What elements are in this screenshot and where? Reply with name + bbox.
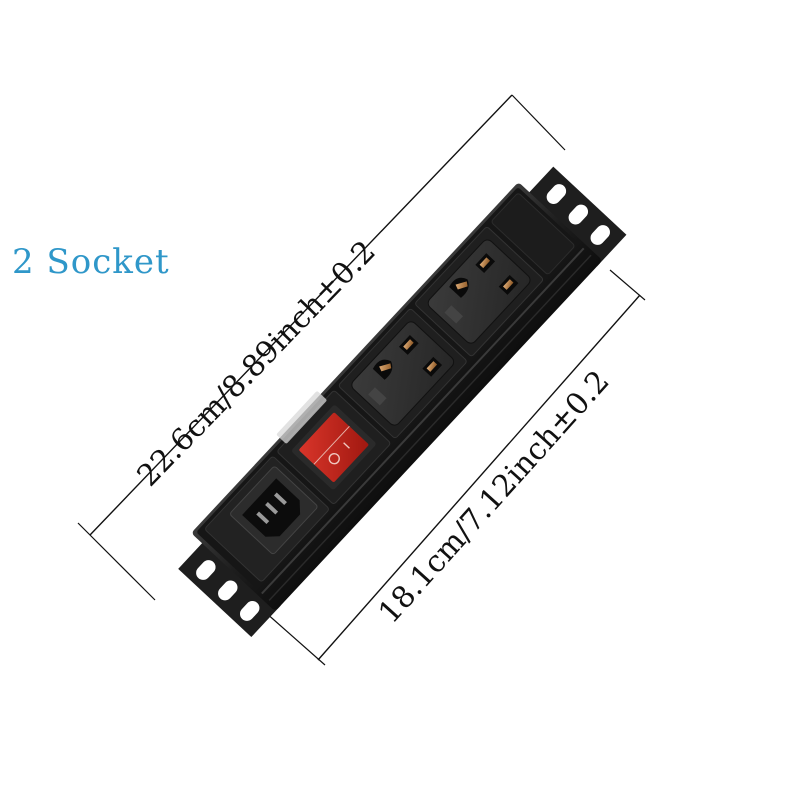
product-title: 2 Socket	[12, 242, 170, 282]
socket-2[interactable]	[414, 226, 544, 357]
switch-rocker[interactable]	[299, 412, 370, 483]
rating-label	[368, 387, 387, 406]
socket-1[interactable]	[338, 308, 467, 439]
power-strip	[178, 166, 627, 638]
switch-on-icon	[343, 442, 350, 449]
iec-inlet	[205, 456, 329, 582]
power-switch[interactable]	[268, 382, 391, 505]
switch-cover	[276, 391, 327, 444]
mounting-bracket-right	[523, 166, 627, 267]
switch-off-icon	[328, 452, 340, 465]
rating-label	[444, 305, 464, 324]
mounting-bracket-left	[178, 537, 281, 638]
